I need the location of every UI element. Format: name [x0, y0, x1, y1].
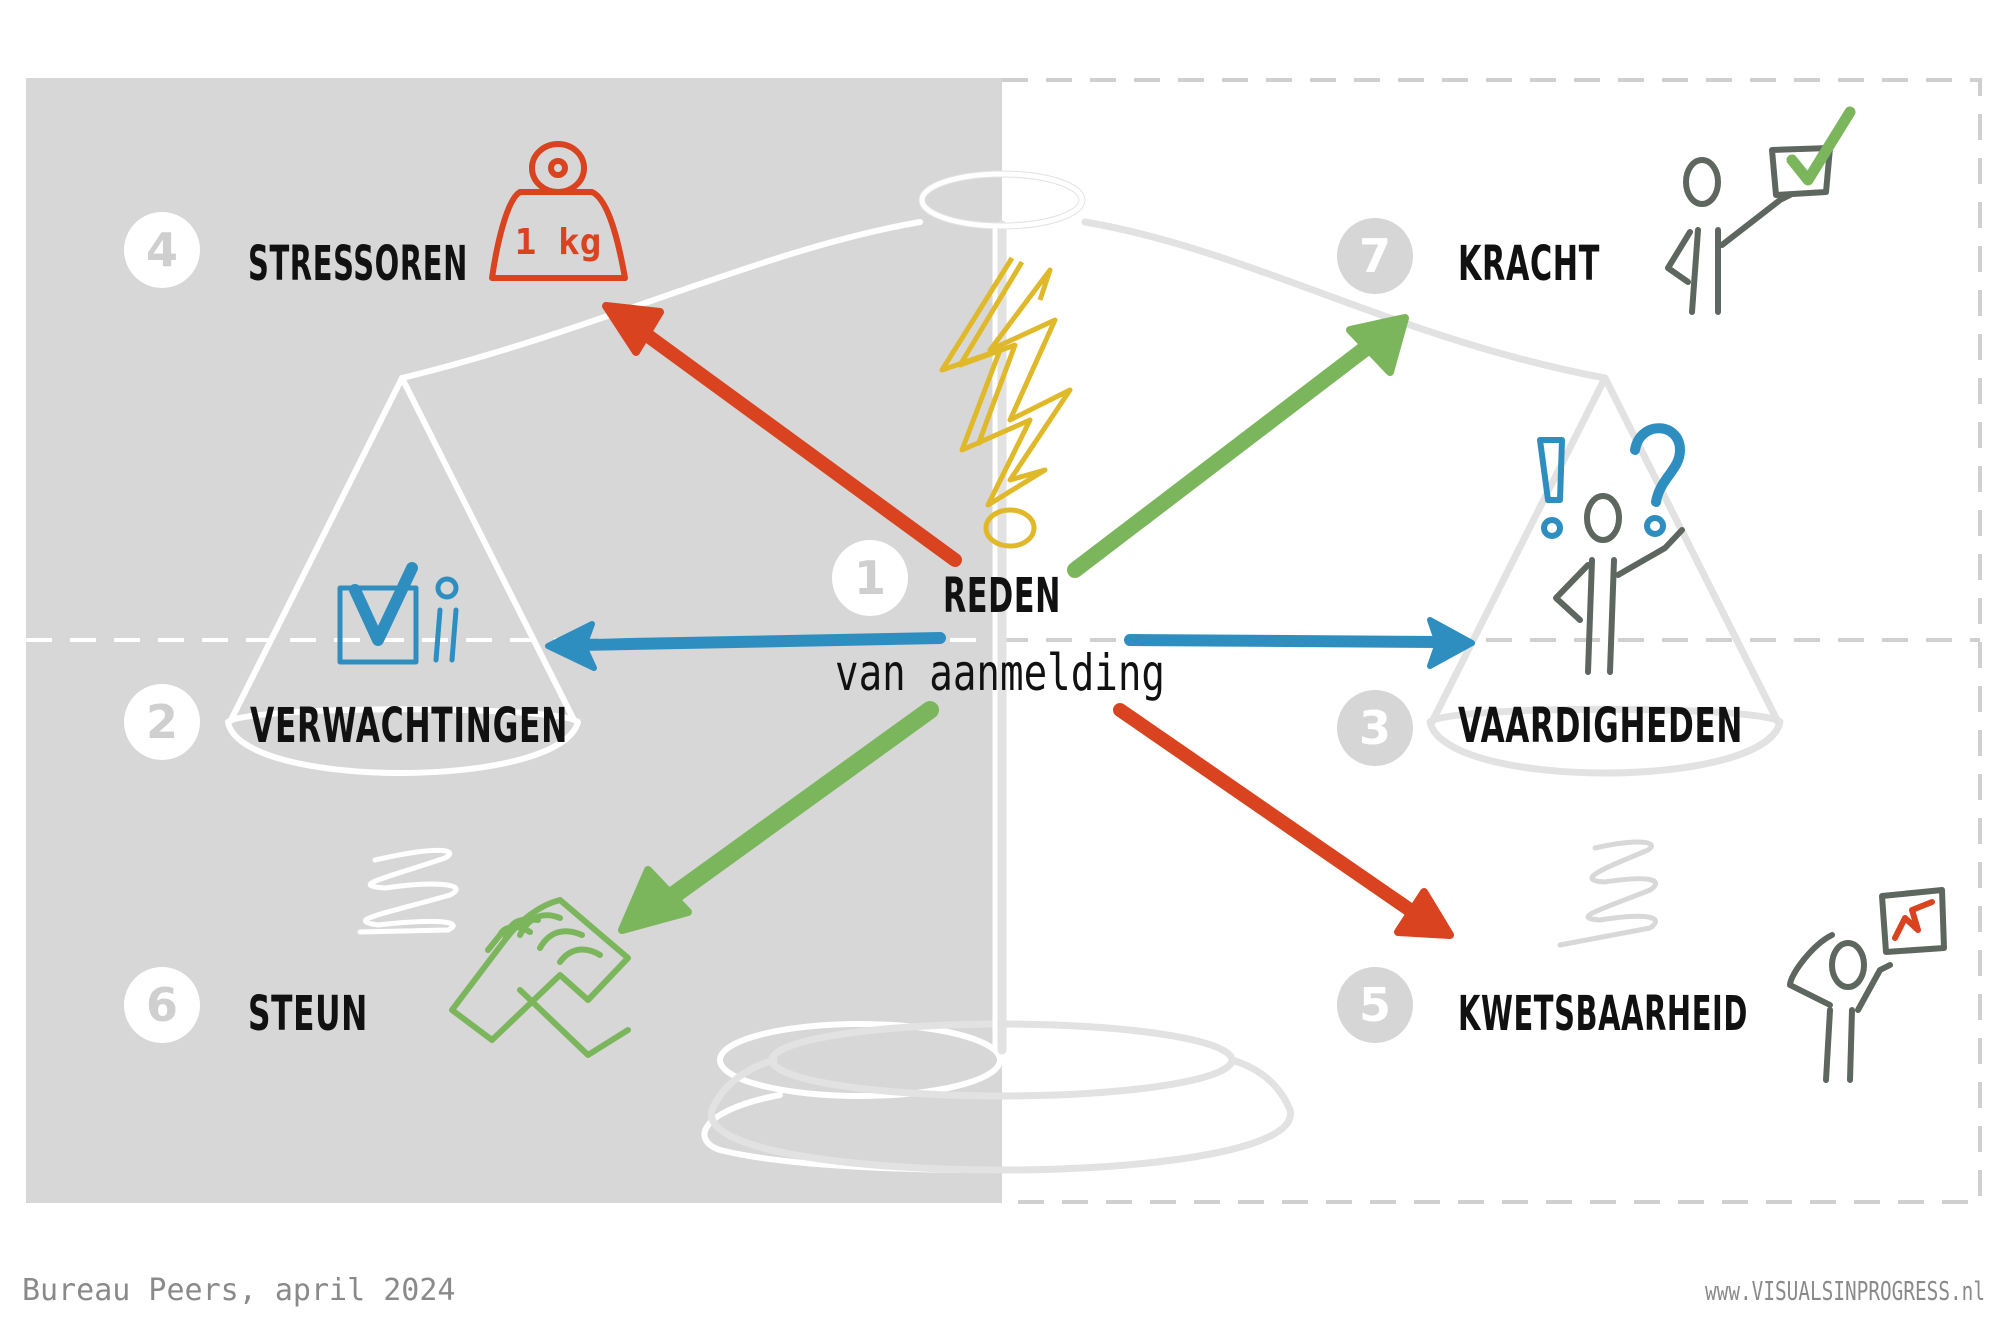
lightning-icon — [939, 256, 1073, 549]
number-3: 3 — [1359, 701, 1391, 755]
number-7: 7 — [1359, 229, 1391, 283]
arrow-stressoren — [633, 323, 962, 567]
number-2: 2 — [146, 695, 178, 749]
number-6: 6 — [146, 978, 178, 1032]
number-circle-4 — [124, 212, 200, 288]
arrow-vaardigheden — [1124, 634, 1446, 648]
footer-website[interactable]: www.VISUALSINPROGRESS.nl — [1705, 1277, 1985, 1307]
number-circle-1 — [832, 540, 908, 616]
footer-credit: Bureau Peers, april 2024 — [22, 1273, 455, 1308]
arrows — [545, 302, 1475, 939]
exclamation-icon — [1537, 437, 1565, 503]
checklist-icon — [337, 562, 459, 665]
number-circle-5 — [1337, 967, 1413, 1043]
figure-kwetsbaarheid-icon — [1787, 887, 1947, 1083]
weight-label: 1 kg — [515, 222, 602, 263]
arrow-kwetsbaarheid — [1113, 703, 1417, 917]
arrow-verwachtingen — [574, 632, 946, 651]
weight-icon — [489, 141, 628, 281]
number-circle-7 — [1337, 218, 1413, 294]
figure-kracht-icon — [1665, 145, 1833, 315]
check-icon-kracht — [1786, 106, 1856, 186]
number-circles — [124, 212, 1413, 1043]
label-kwetsbaarheid: KWETSBAARHEID — [1458, 986, 1748, 1042]
number-1: 1 — [854, 551, 886, 605]
labels: STRESSOREN VERWACHTINGEN STEUN KRACHT VA… — [248, 236, 1748, 1042]
label-kracht: KRACHT — [1458, 236, 1600, 292]
label-vaardigheden: VAARDIGHEDEN — [1458, 698, 1743, 754]
label-verwachtingen: VERWACHTINGEN — [250, 698, 568, 754]
number-circle-6 — [124, 967, 200, 1043]
number-circle-3 — [1337, 690, 1413, 766]
label-steun: STEUN — [248, 986, 368, 1042]
label-stressoren: STRESSOREN — [248, 236, 468, 292]
number-circle-2 — [124, 684, 200, 760]
spring-icon-left — [357, 847, 459, 935]
center-title: REDEN — [943, 568, 1061, 624]
number-4: 4 — [146, 223, 178, 277]
center-subtitle: van aanmelding — [835, 644, 1165, 702]
number-5: 5 — [1359, 978, 1391, 1032]
question-icon — [1630, 423, 1685, 507]
handshake-icon — [449, 897, 631, 1058]
arrow-kracht — [1067, 337, 1378, 578]
number-texts: 4 2 6 1 7 3 5 — [146, 223, 1391, 1032]
figure-vaardigheden-icon — [1537, 423, 1685, 675]
chart-icon — [1892, 899, 1935, 941]
arrow-steun — [651, 701, 939, 914]
spring-icon-right — [1557, 839, 1659, 948]
dashed-frame — [1002, 78, 1982, 1204]
